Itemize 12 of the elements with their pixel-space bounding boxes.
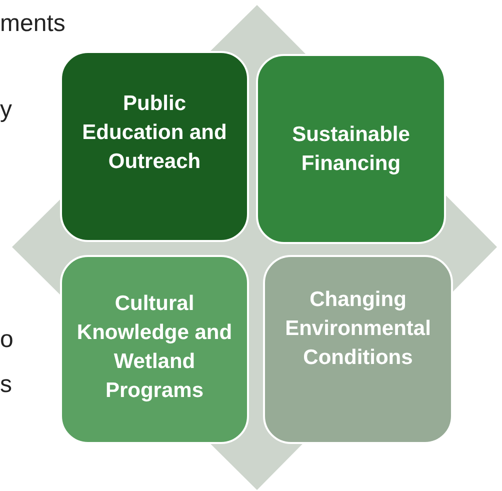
quadrant-box <box>60 255 249 444</box>
quadrant-title: Cultural Knowledge and Wetland Programs <box>76 291 234 404</box>
quadrant-title: Public Education and Outreach <box>81 91 228 175</box>
cut-off-text: o <box>0 326 14 354</box>
cut-off-text: ments <box>0 10 66 38</box>
quadrant-box <box>256 54 446 244</box>
cut-off-text: s <box>0 371 12 399</box>
quadrant-title: Sustainable Financing <box>291 122 411 177</box>
quadrant-box <box>60 51 249 242</box>
quadrant-box <box>263 255 453 444</box>
quadrant-title: Changing Environmental Conditions <box>284 287 432 371</box>
cut-off-text: y <box>0 96 12 124</box>
